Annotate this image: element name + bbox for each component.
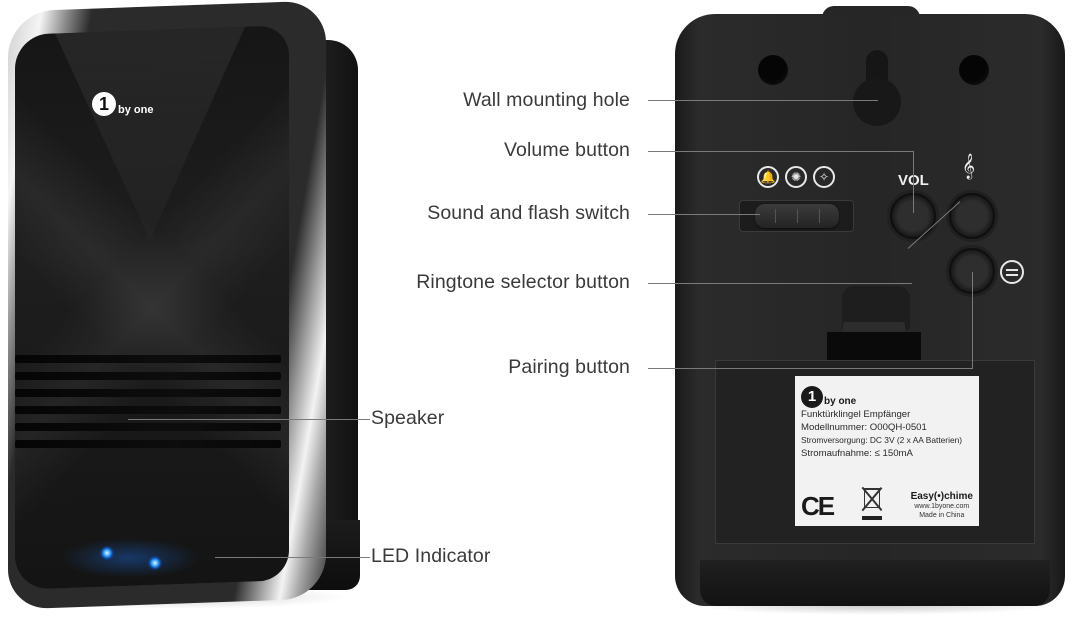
- treble-clef-icon: 𝄞: [962, 154, 976, 179]
- brand-logo-text: by one: [118, 104, 154, 116]
- switch-notch: [775, 209, 776, 223]
- switch-notch: [819, 209, 820, 223]
- pairing-icon: [1000, 260, 1024, 284]
- led-glow: [60, 538, 200, 578]
- ringtone-selector-button[interactable]: [949, 193, 995, 239]
- speaker-leader-line: [128, 419, 370, 420]
- front-panel-facet: [55, 27, 245, 244]
- weee-bin-icon: [858, 484, 886, 520]
- sound-flash-switch[interactable]: [755, 204, 839, 228]
- ringtone-leader-line: [648, 283, 912, 284]
- spec-power-consumption: Stromaufnahme: ≤ 150mA: [801, 448, 913, 459]
- flash-icon: ✺: [785, 166, 807, 188]
- origin-text: Made in China: [919, 512, 965, 519]
- screw-hole-right: [959, 55, 989, 85]
- spec-label-footer: CE Easy(•)chime www.1byone.com Made in C…: [801, 484, 973, 520]
- led-leader-line: [215, 557, 370, 558]
- spec-logo-text: by one: [824, 396, 857, 407]
- wall-mounting-hole-label: Wall mounting hole: [463, 89, 630, 111]
- grille-slot: [15, 372, 281, 380]
- spec-label-logo: 1 by one: [801, 380, 973, 408]
- brand-logo: 1 by one: [92, 92, 153, 116]
- screw-hole-left: [758, 55, 788, 85]
- easychime-logo: Easy(•)chime: [910, 491, 973, 502]
- pairing-leader-line: [648, 368, 973, 369]
- spec-label: 1 by one Funktürklingel Empfänger Modell…: [795, 376, 979, 526]
- website-text: www.1byone.com: [914, 503, 970, 510]
- led-light-icon: [148, 556, 162, 570]
- easychime-brand: Easy(•)chime www.1byone.com Made in Chin…: [911, 491, 973, 520]
- speaker-grille: [15, 355, 281, 465]
- volume-leader-line-vertical: [913, 151, 914, 213]
- ringtone-selector-label: Ringtone selector button: [416, 271, 630, 293]
- grille-slot: [15, 423, 281, 431]
- ce-mark-icon: CE: [801, 491, 835, 521]
- back-foot: [700, 560, 1050, 606]
- grille-slot: [15, 355, 281, 363]
- grille-slot: [15, 440, 281, 448]
- grille-slot: [15, 406, 281, 414]
- wall-mounting-hole: [853, 78, 901, 126]
- switch-notch: [797, 209, 798, 223]
- grille-slot: [15, 389, 281, 397]
- brand-logo-circle: 1: [92, 92, 116, 116]
- wall-mounting-leader-line: [648, 100, 878, 101]
- led-light-icon: [100, 546, 114, 560]
- pairing-leader-line-vertical: [972, 272, 973, 368]
- mode-icons: 🔔 ✺ ✧: [757, 166, 835, 188]
- spec-logo-circle: 1: [801, 386, 823, 408]
- sound-flash-leader-line: [648, 214, 760, 215]
- spec-model-number: Modellnummer: O00QH-0501: [801, 422, 927, 433]
- battery-latch-base: [827, 332, 921, 360]
- volume-button-label: Volume button: [504, 139, 630, 161]
- pairing-button-label: Pairing button: [508, 356, 630, 378]
- spec-product-name: Funktürklingel Empfänger: [801, 409, 911, 420]
- sound-flash-switch-label: Sound and flash switch: [427, 202, 630, 224]
- bell-icon: 🔔: [757, 166, 779, 188]
- bell-flash-icon: ✧: [813, 166, 835, 188]
- spec-power-supply: Stromversorgung: DC 3V (2 x AA Batterien…: [801, 435, 963, 445]
- volume-leader-line: [648, 151, 913, 152]
- speaker-label: Speaker: [371, 407, 445, 429]
- led-indicator-label: LED Indicator: [371, 545, 491, 567]
